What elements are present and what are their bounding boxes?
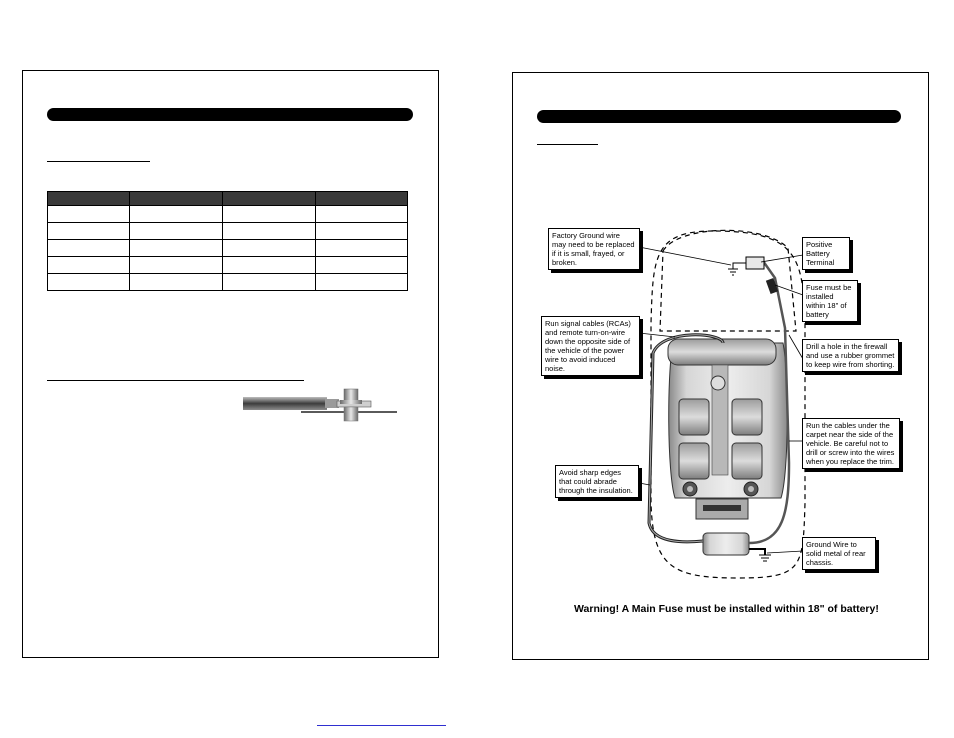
trunk-slot xyxy=(703,505,741,511)
table-cell xyxy=(222,205,316,223)
ground-terminal-illustration xyxy=(243,388,397,422)
table-row xyxy=(47,273,408,291)
table-cell xyxy=(129,273,223,291)
wire-gauge-table xyxy=(47,191,408,291)
rear-left-seat xyxy=(678,442,710,480)
table-cell xyxy=(222,222,316,240)
battery xyxy=(745,256,765,270)
table-cell xyxy=(222,256,316,274)
car-wiring-diagram xyxy=(638,229,806,579)
table-cell xyxy=(47,222,130,240)
center-console xyxy=(711,364,729,476)
rear-right-seat xyxy=(731,442,763,480)
footer-link-underline[interactable] xyxy=(317,725,446,726)
callout-signal-cables: Run signal cables (RCAs) and remote turn… xyxy=(541,316,640,376)
right-speaker-inner xyxy=(748,486,754,492)
table-cell xyxy=(47,273,130,291)
chassis-ground-symbol xyxy=(759,554,771,562)
front-left-seat xyxy=(678,398,710,436)
amplifier xyxy=(702,532,750,556)
table-row xyxy=(47,256,408,274)
callout-positive-terminal: Positive Battery Terminal xyxy=(802,237,850,270)
right-subheading-underline xyxy=(537,144,598,145)
steering-wheel-icon xyxy=(710,375,726,391)
table-cell xyxy=(222,273,316,291)
table-cell xyxy=(222,239,316,257)
table-cell xyxy=(315,239,408,257)
left-subheading-underline xyxy=(47,161,150,162)
table-header-row xyxy=(47,191,408,206)
left-speaker-inner xyxy=(687,486,693,492)
callout-factory-ground: Factory Ground wire may need to be repla… xyxy=(548,228,640,270)
table-cell xyxy=(315,256,408,274)
table-header-cell xyxy=(315,191,408,206)
callout-sharp-edges: Avoid sharp edges that could abrade thro… xyxy=(555,465,639,498)
left-subheading-underline-2 xyxy=(47,380,304,381)
table-cell xyxy=(129,256,223,274)
ground-strap xyxy=(749,548,766,555)
power-wire xyxy=(748,260,791,545)
front-right-seat xyxy=(731,398,763,436)
main-fuse-warning: Warning! A Main Fuse must be installed w… xyxy=(574,603,879,615)
table-cell xyxy=(129,239,223,257)
signal-cable-highlight xyxy=(648,334,724,543)
right-section-header-bar xyxy=(537,110,901,123)
table-cell xyxy=(47,205,130,223)
table-row xyxy=(47,205,408,223)
engine-bay-outline xyxy=(659,229,797,332)
table-cell xyxy=(315,273,408,291)
factory-ground-wire xyxy=(728,262,746,276)
table-header-cell xyxy=(222,191,316,206)
fuse-holder xyxy=(765,278,779,294)
left-section-header-bar xyxy=(47,108,413,121)
table-cell xyxy=(47,256,130,274)
table-cell xyxy=(47,239,130,257)
table-cell xyxy=(315,205,408,223)
callout-firewall: Drill a hole in the firewall and use a r… xyxy=(802,339,899,372)
table-header-cell xyxy=(129,191,223,206)
car-outline xyxy=(650,230,806,579)
table-row xyxy=(47,239,408,257)
right-page: Factory Ground wire may need to be repla… xyxy=(512,72,929,660)
callout-ground-wire: Ground Wire to solid metal of rear chass… xyxy=(802,537,876,570)
table-cell xyxy=(129,205,223,223)
table-header-cell xyxy=(47,191,130,206)
callout-fuse-install: Fuse must be installed within 18" of bat… xyxy=(802,280,858,322)
table-row xyxy=(47,222,408,240)
left-page xyxy=(22,70,439,658)
table-cell xyxy=(315,222,408,240)
callout-run-cables: Run the cables under the carpet near the… xyxy=(802,418,900,469)
table-cell xyxy=(129,222,223,240)
